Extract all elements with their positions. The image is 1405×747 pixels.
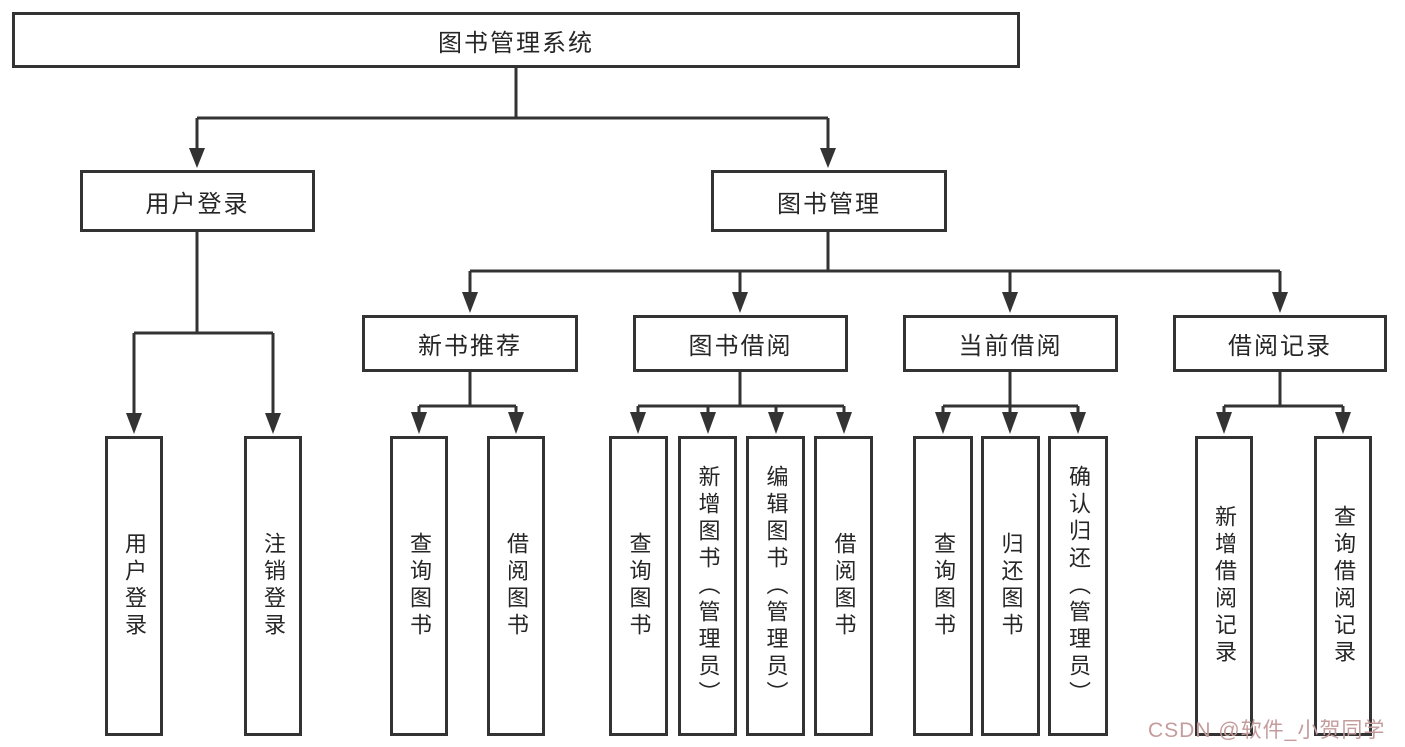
- node-book-mgmt-label: 图书管理: [777, 190, 881, 218]
- node-leaf-add-borrow-record-label: 新增借阅记录: [1212, 505, 1237, 667]
- node-leaf-add-books: 新增图书（管理员）: [678, 436, 737, 736]
- node-leaf-borrow-books-2-label: 借阅图书: [831, 532, 857, 640]
- node-borrow-record-label: 借阅记录: [1228, 333, 1332, 360]
- node-book-borrow: 图书借阅: [633, 315, 848, 372]
- arrow-down-icon: [1216, 412, 1232, 434]
- arrow-down-icon: [411, 412, 427, 434]
- node-leaf-query-books-1-label: 查询图书: [407, 532, 432, 640]
- node-leaf-user-login: 用户登录: [105, 436, 163, 736]
- arrow-down-icon: [1002, 412, 1018, 434]
- node-leaf-edit-books-label: 编辑图书（管理员）: [763, 464, 789, 708]
- csdn-watermark: CSDN @软件_小贺同学: [1148, 719, 1386, 742]
- node-leaf-return-books-label: 归还图书: [998, 532, 1024, 640]
- connector-user-login-to-leaves: [132, 232, 275, 416]
- arrowheads-book-mgmt: [462, 292, 1288, 313]
- connector-root-to-level2: [195, 68, 830, 150]
- arrowheads-root-to-level2: [189, 148, 836, 168]
- arrow-down-icon: [732, 292, 748, 313]
- arrow-down-icon: [508, 412, 524, 434]
- arrow-down-icon: [935, 412, 951, 434]
- arrowheads-current-borrow: [935, 412, 1086, 434]
- node-leaf-add-borrow-record: 新增借阅记录: [1195, 436, 1253, 736]
- arrow-down-icon: [820, 148, 836, 168]
- arrowheads-new-book-rec: [411, 412, 524, 434]
- node-leaf-borrow-books-1-label: 借阅图书: [504, 532, 529, 640]
- node-current-borrow-label: 当前借阅: [958, 333, 1063, 360]
- node-leaf-query-books-3-label: 查询图书: [931, 532, 956, 640]
- node-new-book-rec-label: 新书推荐: [418, 333, 522, 360]
- node-new-book-rec: 新书推荐: [362, 315, 578, 372]
- connector-book-borrow-to-leaves: [636, 372, 846, 416]
- connector-current-borrow-to-leaves: [941, 372, 1080, 416]
- connector-borrow-record-to-leaves: [1222, 372, 1345, 416]
- node-leaf-borrow-books-2: 借阅图书: [814, 436, 873, 736]
- node-leaf-confirm-return: 确认归还（管理员）: [1048, 436, 1108, 736]
- arrowheads-user-login: [126, 413, 281, 434]
- node-current-borrow: 当前借阅: [903, 315, 1118, 372]
- node-leaf-query-borrow-record-label: 查询借阅记录: [1331, 505, 1356, 667]
- arrow-down-icon: [700, 412, 716, 434]
- node-user-login: 用户登录: [80, 170, 315, 232]
- node-leaf-user-login-label: 用户登录: [122, 532, 147, 640]
- arrowheads-book-borrow: [630, 412, 852, 434]
- node-leaf-query-books-1: 查询图书: [390, 436, 448, 736]
- arrow-down-icon: [630, 412, 646, 434]
- connector-book-mgmt-to-level3: [468, 232, 1282, 295]
- node-borrow-record: 借阅记录: [1173, 315, 1387, 372]
- arrow-down-icon: [265, 413, 281, 434]
- arrow-down-icon: [1070, 412, 1086, 434]
- node-leaf-logout: 注销登录: [244, 436, 302, 736]
- node-leaf-query-books-3: 查询图书: [913, 436, 973, 736]
- arrow-down-icon: [1335, 412, 1351, 434]
- node-root-label: 图书管理系统: [438, 29, 594, 57]
- arrow-down-icon: [1272, 292, 1288, 313]
- node-root: 图书管理系统: [12, 12, 1020, 68]
- node-leaf-borrow-books-1: 借阅图书: [487, 436, 545, 736]
- arrow-down-icon: [126, 413, 142, 434]
- node-book-borrow-label: 图书借阅: [688, 333, 793, 360]
- node-leaf-query-borrow-record: 查询借阅记录: [1314, 436, 1372, 736]
- node-leaf-edit-books: 编辑图书（管理员）: [746, 436, 805, 736]
- node-leaf-logout-label: 注销登录: [261, 532, 286, 640]
- arrow-down-icon: [462, 292, 478, 313]
- node-leaf-query-books-2-label: 查询图书: [626, 532, 652, 640]
- node-leaf-return-books: 归还图书: [981, 436, 1040, 736]
- node-leaf-add-books-label: 新增图书（管理员）: [695, 464, 721, 708]
- arrowheads-borrow-record: [1216, 412, 1351, 434]
- connector-new-book-rec-to-leaves: [417, 372, 518, 416]
- arrow-down-icon: [1002, 292, 1018, 313]
- arrow-down-icon: [189, 148, 205, 168]
- arrow-down-icon: [768, 412, 784, 434]
- node-user-login-label: 用户登录: [145, 190, 250, 218]
- arrow-down-icon: [836, 412, 852, 434]
- node-leaf-confirm-return-label: 确认归还（管理员）: [1066, 464, 1091, 708]
- node-book-mgmt: 图书管理: [711, 170, 947, 232]
- node-leaf-query-books-2: 查询图书: [609, 436, 668, 736]
